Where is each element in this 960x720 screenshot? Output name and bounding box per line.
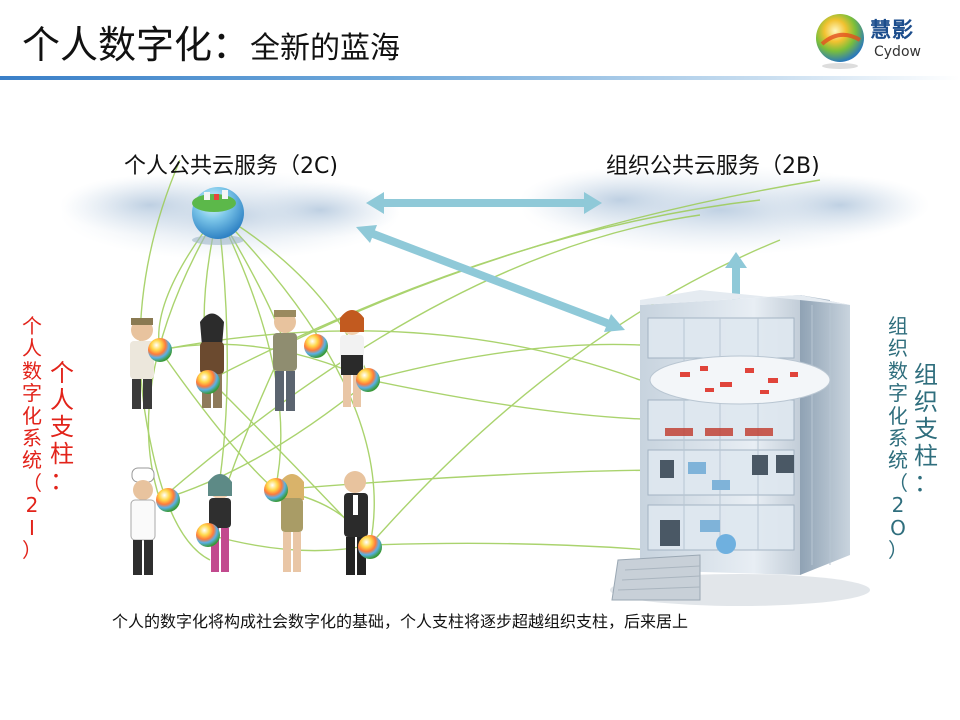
organization-cloud-label: 组织公共云服务（2B) [606, 154, 820, 179]
pillar-char: 人 [22, 336, 42, 361]
pillar-char: 2 [25, 493, 39, 518]
pillar-char: ） [888, 537, 908, 562]
org-pillar-label: 组织支柱： [912, 362, 940, 496]
pillar-char: 系 [22, 425, 42, 450]
page-title: 个人数字化：全新的蓝海 [22, 14, 400, 69]
pillar-char: 个 [22, 314, 42, 338]
person-top-3 [273, 310, 297, 411]
pillar-char: 组 [914, 361, 938, 389]
pillar-char: 2 [891, 493, 905, 518]
organization-building [610, 290, 870, 606]
logo-sphere-icon [816, 14, 864, 69]
globe-icon [192, 187, 244, 245]
pillar-char: 字 [22, 381, 42, 406]
pillar-char: ： [914, 468, 938, 497]
pillar-char: 数 [888, 358, 908, 383]
pillar-char: 统 [22, 448, 42, 473]
pillar-char: 柱 [50, 439, 74, 468]
title-main: 个人数字化： [22, 23, 251, 67]
person-top-2 [200, 313, 224, 408]
pillar-char: （ [888, 470, 908, 495]
pillar-char: （ [22, 470, 42, 495]
header-divider [0, 76, 960, 80]
pillar-char: 组 [888, 314, 908, 338]
logo: 慧影 Cydow [812, 10, 947, 70]
pillar-char: 字 [888, 381, 908, 406]
pillar-char: 柱 [914, 441, 938, 470]
pillar-char: 统 [888, 448, 908, 473]
logo-english-name: Cydow [874, 44, 921, 60]
personal-pillar-label: 个人支柱： [48, 360, 76, 494]
pillar-char: 织 [888, 336, 908, 361]
person-bottom-businessman [344, 471, 368, 575]
pillar-char: ： [50, 466, 74, 495]
network-orbs [148, 334, 382, 559]
pillar-char: ） [22, 537, 42, 562]
pillar-char: 化 [888, 403, 908, 428]
pillar-char: 数 [22, 358, 42, 383]
pillar-char: 化 [22, 403, 42, 428]
cloud-to-cloud-arrow [366, 192, 602, 214]
organization-cloud [520, 165, 930, 255]
person-bottom-3 [280, 474, 304, 572]
pillar-char: 个 [50, 359, 74, 387]
cloud-to-building-diagonal-arrow [356, 225, 625, 332]
person-top-4 [340, 310, 364, 407]
pillar-char: 支 [50, 412, 74, 441]
personal-cloud-label: 个人公共云服务（2C) [124, 154, 338, 179]
pillar-char: O [890, 515, 906, 540]
pillar-char: 织 [914, 387, 938, 416]
pillar-char: 支 [914, 414, 938, 443]
pillar-char: I [29, 515, 35, 540]
person-bottom-2 [208, 474, 232, 572]
person-top-1 [130, 318, 154, 409]
title-sub: 全新的蓝海 [250, 31, 401, 66]
pillar-char: 系 [888, 425, 908, 450]
caption: 个人的数字化将构成社会数字化的基础，个人支柱将逐步超越组织支柱，后来居上 [112, 612, 689, 631]
logo-name: 慧影 [870, 18, 914, 42]
person-bottom-chef [130, 467, 156, 575]
pillar-char: 人 [50, 385, 74, 414]
